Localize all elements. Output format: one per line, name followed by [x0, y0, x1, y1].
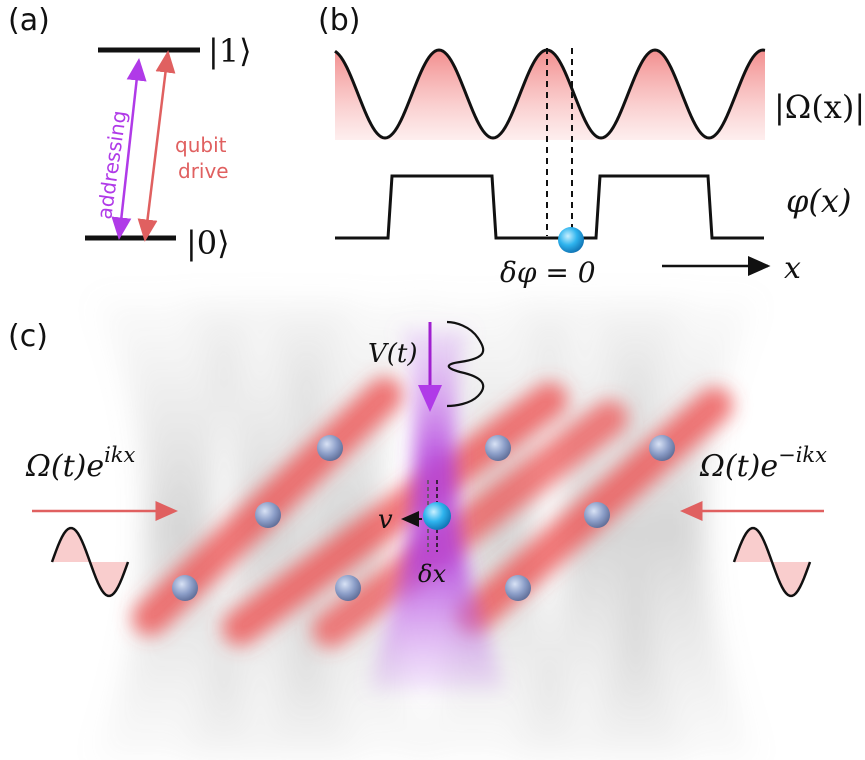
right-beam-label: Ω(t)e−ikx [699, 443, 827, 484]
ket-1-label: |1⟩ [208, 32, 252, 70]
atom [649, 435, 675, 461]
potential-pulse [446, 320, 485, 408]
panel-b-label: (b) [318, 3, 360, 38]
right-wave [732, 526, 812, 598]
atom [485, 435, 511, 461]
panel-a-label: (a) [8, 3, 50, 38]
qubit-label-line1: qubit [175, 133, 227, 157]
displacement-label: δx [418, 560, 446, 588]
atom [335, 575, 361, 601]
panel-a: (a) |1⟩ |0⟩ addressing qubit drive [8, 3, 252, 262]
velocity-label: v [378, 505, 393, 535]
phi-curve [335, 174, 764, 240]
stripe-3 [312, 400, 628, 648]
addressing-arrow [111, 58, 147, 240]
omega-curve [334, 48, 766, 140]
addressing-label: addressing [92, 109, 131, 221]
atom [255, 502, 281, 528]
omega-fill [335, 50, 765, 140]
panel-c: (c) V(t) v δx Ω(t)eikx [8, 300, 827, 760]
focused-atom [423, 502, 451, 530]
qubit-label-line2: drive [178, 159, 229, 183]
potential-label: V(t) [368, 339, 418, 369]
phi-label: φ(x) [786, 182, 851, 220]
left-beam-label: Ω(t)eikx [25, 443, 136, 484]
panel-c-label: (c) [8, 319, 48, 354]
atom-b [558, 227, 584, 253]
atom [317, 435, 343, 461]
delta-phi-label: δφ = 0 [500, 256, 596, 289]
atom [172, 575, 198, 601]
ket-0-label: |0⟩ [186, 224, 230, 262]
panel-b: (b) |Ω(x)| φ(x) δφ = 0 x [318, 3, 865, 289]
left-wave [50, 526, 130, 598]
x-axis-label: x [784, 251, 801, 286]
omega-label: |Ω(x)| [774, 88, 865, 126]
qubit-drive-arrow [137, 50, 176, 242]
atom [584, 502, 610, 528]
atom [505, 575, 531, 601]
